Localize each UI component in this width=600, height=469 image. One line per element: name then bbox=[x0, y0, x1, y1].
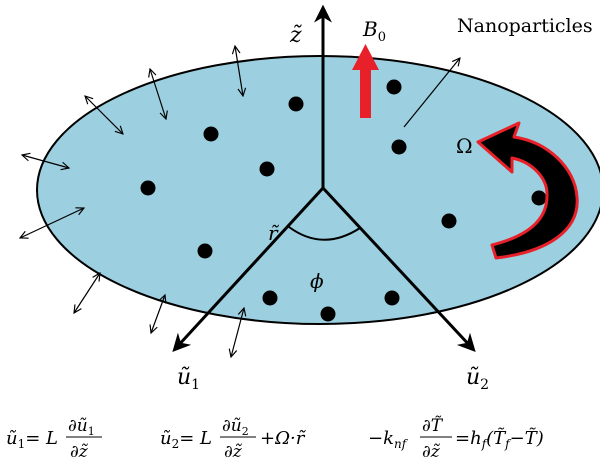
double-arrow-icon bbox=[20, 208, 84, 238]
svg-text:∂ũ1: ∂ũ1 bbox=[68, 416, 95, 438]
svg-text:ũ2= L: ũ2= L bbox=[160, 428, 212, 451]
equation-u2: ũ2= L ∂ũ2 ∂z̃ +Ω·r̃ bbox=[160, 416, 306, 462]
z-tilde-label: z̃ bbox=[289, 23, 302, 48]
svg-text:=hf(T̃f−T̃): =hf(T̃f−T̃) bbox=[455, 427, 544, 451]
nanoparticle-dot bbox=[197, 243, 213, 259]
nanoparticle-dot bbox=[384, 290, 400, 306]
double-arrow-icon bbox=[231, 308, 244, 357]
double-arrow-icon bbox=[151, 295, 165, 333]
stretching-arrows bbox=[20, 46, 244, 357]
boundary-equations: ũ1= L ∂ũ1 ∂z̃ ũ2= L ∂ũ2 ∂z̃ +Ω·r̃ −knf ∂… bbox=[6, 416, 544, 462]
nanoparticle-dot bbox=[531, 190, 547, 206]
rotating-disk bbox=[36, 55, 600, 325]
nanoparticle-dot bbox=[386, 79, 402, 95]
double-arrow-icon bbox=[235, 46, 243, 96]
svg-text:∂T̃: ∂T̃ bbox=[422, 416, 444, 436]
double-arrow-icon bbox=[22, 155, 69, 168]
nanoparticle-dot bbox=[441, 213, 457, 229]
phi-arc bbox=[288, 226, 361, 241]
omega-label: Ω bbox=[456, 134, 473, 158]
u1-axis bbox=[172, 186, 325, 352]
nanoparticle-dot bbox=[262, 290, 278, 306]
nanoparticle-dot bbox=[391, 139, 407, 155]
equation-u1: ũ1= L ∂ũ1 ∂z̃ bbox=[6, 416, 102, 462]
svg-text:ũ1= L: ũ1= L bbox=[6, 428, 58, 451]
nanoparticle-dot bbox=[259, 161, 275, 177]
r-tilde-label: r̃ bbox=[268, 221, 280, 245]
nanoparticles bbox=[140, 79, 547, 322]
svg-text:∂z̃: ∂z̃ bbox=[70, 442, 89, 462]
double-arrow-icon bbox=[74, 273, 100, 313]
svg-text:∂z̃: ∂z̃ bbox=[224, 442, 243, 462]
u2-axis-label: ũ2 bbox=[466, 365, 489, 393]
nanoparticle-dot bbox=[203, 126, 219, 142]
u1-axis-label: ũ1 bbox=[177, 365, 200, 393]
double-arrow-icon bbox=[85, 96, 123, 134]
nanoparticle-dot bbox=[288, 96, 304, 112]
rotation-arrow-icon bbox=[476, 121, 579, 260]
nanoparticle-dot bbox=[140, 180, 156, 196]
svg-text:∂z̃: ∂z̃ bbox=[422, 442, 441, 462]
nanoparticle-dot bbox=[320, 306, 336, 322]
b0-label: B0 bbox=[362, 17, 386, 45]
svg-text:−knf: −knf bbox=[368, 428, 409, 451]
nanoparticles-label: Nanoparticles bbox=[457, 15, 593, 37]
phi-label: ϕ bbox=[310, 269, 324, 293]
nanoparticles-pointer bbox=[403, 58, 460, 128]
u2-axis bbox=[321, 186, 476, 352]
svg-text:+Ω·r̃: +Ω·r̃ bbox=[260, 428, 306, 449]
magnetic-field-arrow-icon bbox=[352, 44, 379, 118]
svg-text:∂ũ2: ∂ũ2 bbox=[222, 416, 249, 438]
double-arrow-icon bbox=[150, 69, 166, 119]
equation-heat-flux: −knf ∂T̃ ∂z̃ =hf(T̃f−T̃) bbox=[368, 416, 544, 462]
